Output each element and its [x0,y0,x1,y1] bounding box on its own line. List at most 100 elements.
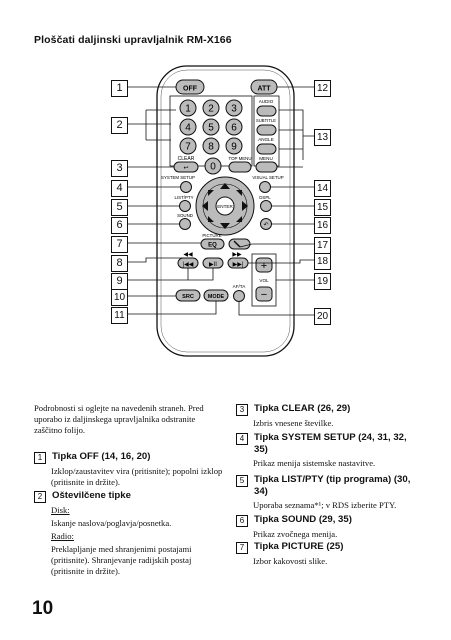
entry-7: 7 Tipka PICTURE (25) Izbor kakovosti sli… [236,541,426,567]
callout-10: 10 [111,289,128,306]
callout-18: 18 [314,253,331,270]
entry-heading: Tipka SOUND (29, 35) [254,514,352,525]
digit-key-3[interactable]: 3 [225,99,243,117]
svg-text:↩: ↩ [183,166,188,172]
digit-key-4[interactable]: 4 [179,118,197,136]
system-setup-label: SYSTEM SETUP [161,175,195,180]
svg-text:EQ: EQ [208,243,217,249]
list-pty-key[interactable] [179,200,191,212]
vol-up-key[interactable]: + [255,257,273,273]
vol-down-key[interactable]: − [255,286,273,302]
callout-13: 13 [314,129,331,146]
callout-15: 15 [314,199,331,216]
callout-19: 19 [314,273,331,290]
off-key[interactable]: OFF [175,79,205,95]
audio-key[interactable] [256,105,277,117]
entry-description: Uporaba seznama*¹; v RDS izberite PTY. [253,500,397,510]
right-arrow-icon [242,201,248,211]
entry-5: 5 Tipka LIST/PTY (tip programa) (30, 34)… [236,474,411,511]
svg-text:ENTER: ENTER [217,204,233,209]
sound-key[interactable] [179,218,191,230]
svg-text:◀◀: ◀◀ [183,252,193,258]
digit-key-1[interactable]: 1 [179,99,197,117]
visual-setup-label: VISUAL SETUP [252,175,283,180]
picture-label: PICTURE [202,233,221,238]
angle-key[interactable] [256,143,277,155]
entry-description: Izklop/zaustavitev vira (pritisnite); po… [51,466,223,487]
eq-key[interactable]: EQ [200,238,225,250]
svg-text:OFF: OFF [183,86,198,93]
digit-label: 4 [185,123,191,134]
entry-description: Izbris vnesene številke. [253,418,334,428]
digit-label: 9 [231,142,237,153]
digit-label: 5 [208,123,214,134]
callout-3: 3 [111,160,128,177]
entry-number: 3 [236,404,248,416]
digit-key-7[interactable]: 7 [179,137,197,155]
clear-key[interactable]: ↩ [173,161,199,173]
src-key[interactable]: SRC [175,289,201,302]
mode-key[interactable]: MODE [203,289,229,302]
system-setup-key[interactable] [180,181,192,193]
af-ta-key[interactable] [233,290,245,302]
digit-key-0[interactable]: 0 [204,157,222,175]
callout-5: 5 [111,199,128,216]
svg-text:MODE: MODE [208,294,225,300]
clear-label: CLEAR [178,156,195,162]
entry-description: Prikaz zvočnega menija. [253,529,338,539]
digit-label: 6 [231,123,237,134]
entry-number: 4 [236,433,248,445]
entry-3: 3 Tipka CLEAR (26, 29) Izbris vnesene št… [236,403,426,429]
digit-key-9[interactable]: 9 [225,137,243,155]
digit-label: 0 [210,162,216,173]
digit-label: 8 [208,142,214,153]
svg-text:+: + [261,260,267,272]
vol-label: VOL [259,278,269,283]
page-title: Ploščati daljinski upravljalnik RM-X166 [34,34,232,46]
dspl-key[interactable] [260,200,272,212]
entry-4: 4 Tipka SYSTEM SETUP (24, 31, 32, 35) Pr… [236,432,411,469]
entry-number: 1 [34,452,46,464]
entry-number: 2 [34,491,46,503]
callout-1: 1 [111,80,128,97]
entry-description: Prikaz menija sistemske nastavitve. [253,458,376,468]
entry-description: Izbor kakovosti slike. [253,556,328,566]
callout-17: 17 [314,237,331,254]
subtitle-label: SUBTITLE [256,118,276,123]
callout-4: 4 [111,180,128,197]
entry-heading: Oštevilčene tipke [52,490,131,501]
next-icon: ▶▶| [233,262,244,268]
digit-key-6[interactable]: 6 [225,118,243,136]
subtitle-key[interactable] [256,124,277,136]
prev-icon: |◀◀ [183,262,194,268]
digit-key-8[interactable]: 8 [202,137,220,155]
digit-key-2[interactable]: 2 [202,99,220,117]
att-key[interactable]: ATT [250,79,278,95]
enter-key[interactable]: ENTER [215,196,235,216]
callout-12: 12 [314,80,331,97]
sound-label: SOUND [177,213,193,218]
disc-label: Disk: [51,505,70,515]
entry-heading: Tipka CLEAR (26, 29) [254,403,351,414]
callout-8: 8 [111,255,128,272]
entry-number: 5 [236,475,248,487]
menu-key[interactable] [255,161,278,173]
mute-icon [233,240,241,248]
digit-key-5[interactable]: 5 [202,118,220,136]
entry-heading: Tipka SYSTEM SETUP (24, 31, 32, 35) [254,432,407,455]
disc-description: Iskanje naslova/poglavja/posnetka. [51,518,172,528]
digit-label: 7 [185,142,191,153]
digit-label: 3 [231,104,237,115]
visual-setup-key[interactable] [259,181,271,193]
callout-20: 20 [314,308,331,325]
entry-1: 1 Tipka OFF (14, 16, 20) Izklop/zaustavi… [34,451,224,488]
svg-text:ATT: ATT [257,86,271,93]
dspl-label: DSPL [259,195,271,200]
callout-11: 11 [111,307,128,324]
svg-text:↶: ↶ [263,222,268,229]
entry-heading: Tipka LIST/PTY (tip programa) (30, 34) [254,474,411,497]
list-pty-label: LIST/PTY [174,195,193,200]
top-menu-key[interactable] [228,161,252,173]
callout-2: 2 [111,117,128,134]
audio-label: AUDIO [259,99,274,104]
